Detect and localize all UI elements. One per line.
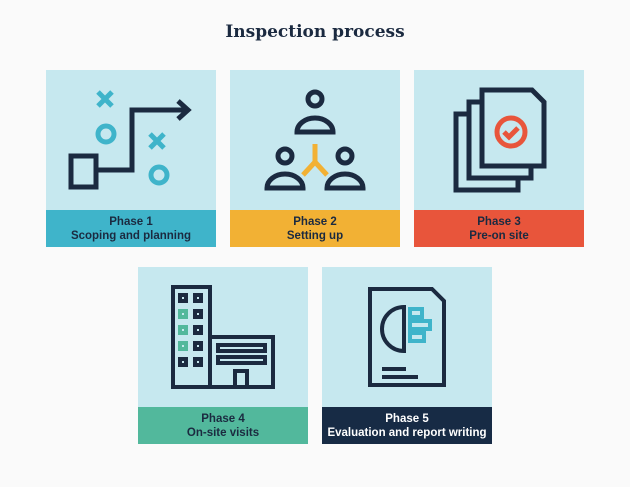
phase-number: Phase 2 bbox=[293, 215, 337, 228]
phase-name: Pre-on site bbox=[469, 229, 529, 242]
phase-name: Scoping and planning bbox=[70, 229, 192, 242]
phase-name: On-site visits bbox=[186, 426, 260, 439]
phase-name: Evaluation and report writing bbox=[327, 426, 487, 439]
phase-number: Phase 5 bbox=[385, 412, 429, 425]
strategy-path-icon bbox=[68, 90, 192, 190]
report-chart-icon bbox=[368, 287, 446, 387]
phase-number: Phase 4 bbox=[201, 412, 245, 425]
team-icon bbox=[264, 89, 366, 191]
documents-check-icon bbox=[453, 87, 547, 193]
phase-number: Phase 3 bbox=[477, 215, 521, 228]
phase-number: Phase 1 bbox=[109, 215, 153, 228]
phase-name: Setting up bbox=[286, 229, 344, 242]
buildings-icon bbox=[171, 285, 275, 389]
diagram-title: Inspection process bbox=[225, 22, 405, 42]
